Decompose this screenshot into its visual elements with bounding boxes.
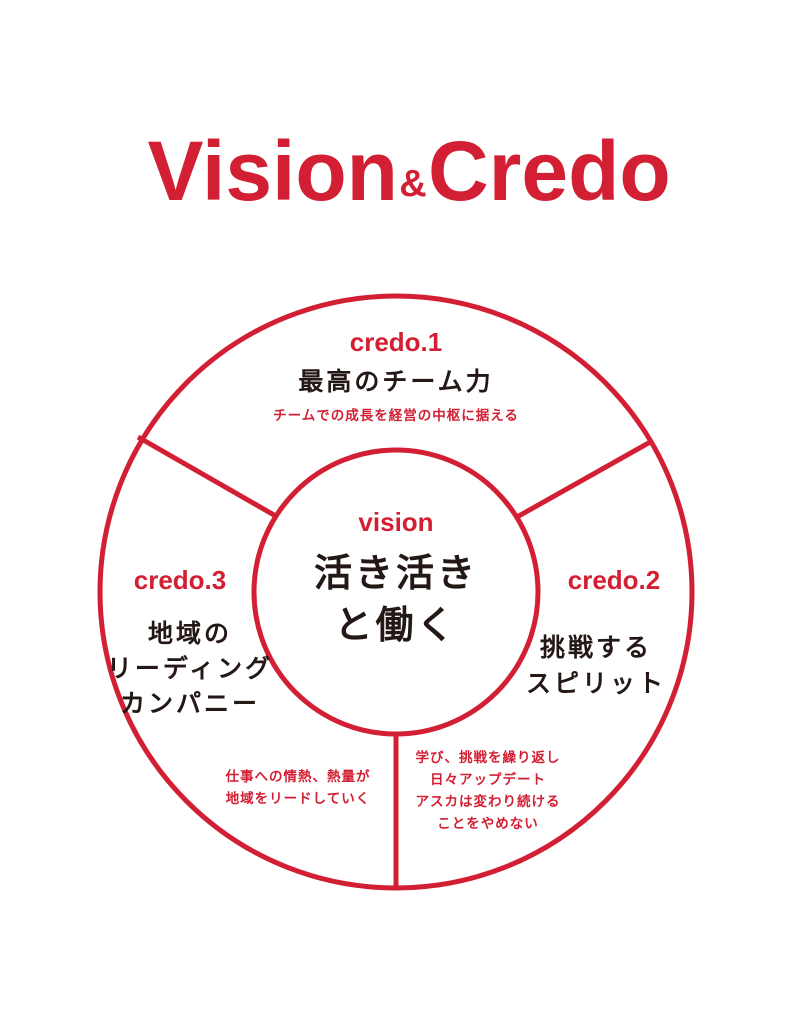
vision-label: vision [358,507,433,537]
page-title: Vision & Credo [147,124,670,218]
title-vision: Vision [147,124,398,218]
divider-line-left [136,434,276,518]
credo-2-description-line-4: ことをやめない [437,816,539,832]
credo-2-heading-line-1: 挑戦する [540,633,652,662]
vision-line-2: と働く [334,603,457,647]
credo-3-description-line-1: 仕事への情熱、熱量が [225,768,371,785]
credo-2-label: credo.2 [568,565,661,595]
credo-3-label: credo.3 [134,565,227,595]
credo-1-heading: 最高のチーム力 [298,367,493,396]
credo-2-description-line-2: 日々アップデート [430,771,546,788]
credo-2-description-line-1: 学び、挑戦を繰り返し [416,749,561,766]
credo-1-section: credo.1 最高のチーム力 チームでの成長を経営の中枢に据える [273,327,519,424]
credo-2-description-line-3: アスカは変わり続ける [416,793,561,810]
credo-2-section: credo.2 挑戦する スピリット 学び、挑戦を繰り返し 日々アップデート ア… [416,565,666,832]
vision-line-1: 活き活き [314,551,478,595]
credo-1-description: チームでの成長を経営の中枢に据える [273,407,519,424]
divider-line-right [515,438,654,520]
title-ampersand: & [399,163,426,205]
title-credo: Credo [428,124,671,218]
credo-3-description-line-2: 地域をリードしていく [226,790,371,807]
credo-1-label: credo.1 [350,327,443,357]
credo-3-heading-line-2: リーディング [107,654,273,683]
credo-3-heading-line-3: カンパニー [120,689,260,718]
vision-section: vision 活き活き と働く [314,507,478,647]
credo-3-section: credo.3 地域の リーディング カンパニー 仕事への情熱、熱量が 地域をリ… [107,565,371,807]
inner-circle [251,447,541,737]
credo-3-heading-line-1: 地域の [148,619,232,648]
credo-2-heading-line-2: スピリット [526,669,666,698]
outer-circle [97,293,695,891]
